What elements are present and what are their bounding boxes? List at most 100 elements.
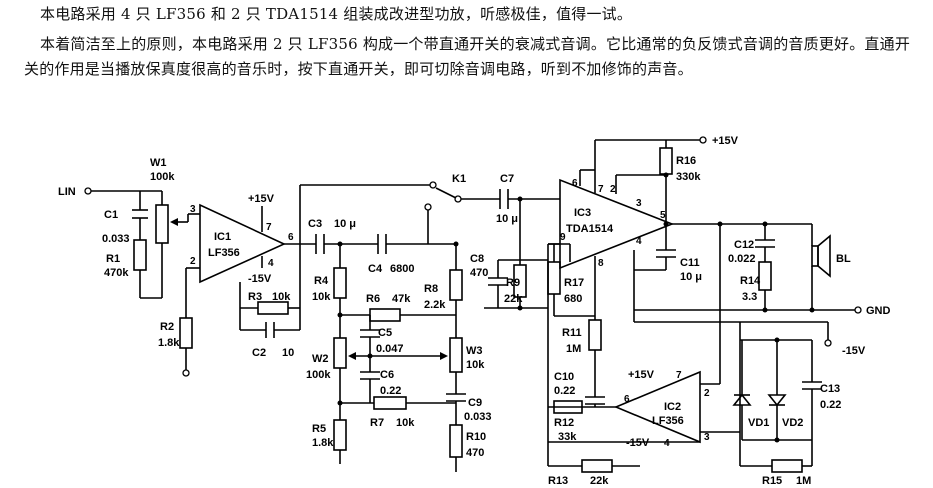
ic3-power-amp [547,136,720,385]
svg-text:7: 7 [266,222,272,233]
label-k1: K1 [452,173,466,185]
label-c4: C4 [368,263,383,275]
label-r7: R7 [370,417,384,429]
diode-clamp [732,337,822,466]
label-w2: W2 [312,353,329,365]
label-ic3-vplus: +15V [712,135,739,147]
label-ic2-vminus: -15V [626,437,650,449]
label-c9-value: 0.033 [464,411,492,423]
label-r5: R5 [312,423,326,435]
label-r13: R13 [548,475,568,487]
label-speaker: BL [836,253,851,265]
svg-text:8: 8 [598,258,604,269]
svg-text:4: 4 [664,438,670,449]
label-c13-value: 0.22 [820,399,841,411]
label-vd1: VD1 [748,417,769,429]
label-r1-value: 470k [104,267,129,279]
svg-text:6: 6 [624,394,630,405]
output-stage [634,221,862,347]
label-c12-value: 0.022 [728,253,756,265]
label-r1: R1 [106,253,120,265]
label-r12: R12 [554,417,574,429]
coupling-stage [484,189,560,332]
label-r9-value: 22k [504,293,523,305]
svg-text:3: 3 [636,198,642,209]
svg-text:4: 4 [636,236,642,247]
tone-network [315,210,466,472]
label-c5-value: 0.047 [376,343,404,355]
label-gnd: GND [866,305,891,317]
label-c4-value: 6800 [390,263,414,275]
intro-line: 本电路采用 4 只 LF356 和 2 只 TDA1514 组装成改进型功放，听… [40,5,633,23]
label-c7-value: 10 μ [496,213,518,225]
svg-text:2: 2 [190,256,196,267]
label-c1: C1 [104,209,118,221]
label-r17: R17 [564,277,584,289]
component-labels: LIN W1 100k C1 0.033 R1 470k R2 1.8k IC1… [58,135,891,487]
label-w1-value: 100k [150,171,175,183]
label-c3-value: 10 μ [334,218,356,230]
svg-text:7: 7 [676,370,682,381]
label-ic2-type: LF356 [652,415,684,427]
label-r13-value: 22k [590,475,609,487]
label-ic2: IC2 [664,401,681,413]
ic1-opamp [179,203,316,377]
input-stage [84,187,200,299]
label-w3: W3 [466,345,483,357]
label-r15-value: 1M [796,475,811,487]
label-r16-value: 330k [676,171,701,183]
label-r3-value: 10k [272,291,291,303]
label-c9: C9 [468,397,482,409]
label-c11: C11 [680,257,700,269]
svg-text:2: 2 [610,184,616,195]
svg-text:6: 6 [288,232,294,243]
label-r2-value: 1.8k [158,337,180,349]
label-r8: R8 [424,283,438,295]
label-ic3: IC3 [574,207,591,219]
label-ic3-type: TDA1514 [566,223,614,235]
svg-text:5: 5 [660,210,666,221]
label-r8-value: 2.2k [424,299,446,311]
label-r10-value: 470 [466,447,484,459]
label-c2: C2 [252,347,266,359]
label-r6-value: 47k [392,293,411,305]
label-w2-value: 100k [306,369,331,381]
label-r16: R16 [676,155,696,167]
label-c10-value: 0.22 [554,385,575,397]
label-c8-value: 470 [470,267,488,279]
label-r9: R9 [506,277,520,289]
label-r12-value: 33k [558,431,577,443]
label-r11: R11 [562,327,582,339]
switch-k1 [299,181,500,244]
label-c1-value: 0.033 [102,233,130,245]
label-c8: C8 [470,253,484,265]
label-c6-value: 0.22 [380,385,401,397]
label-r3: R3 [248,291,262,303]
label-ic1-vminus: -15V [248,273,272,285]
svg-text:2: 2 [704,388,710,399]
label-w3-value: 10k [466,359,485,371]
svg-text:6: 6 [572,178,578,189]
label-ic2-vplus: +15V [628,369,655,381]
label-r7-value: 10k [396,417,415,429]
label-r14-value: 3.3 [742,291,757,303]
lin-terminal [84,187,92,195]
label-r11-value: 1M [566,343,581,355]
label-ic1: IC1 [214,231,231,243]
label-r5-value: 1.8k [312,437,334,449]
label-c2-value: 10 [282,347,294,359]
label-r15: R15 [762,475,782,487]
label-r17-value: 680 [564,293,582,305]
label-r4: R4 [314,275,329,287]
label-ic1-type: LF356 [208,247,240,259]
label-c3: C3 [308,218,322,230]
label-r14: R14 [740,275,761,287]
description-paragraph: 本着简洁至上的原则，本电路采用 2 只 LF356 构成一个带直通开关的衰减式音… [24,35,911,78]
label-w1: W1 [150,157,167,169]
label-r6: R6 [366,293,380,305]
label-c10: C10 [554,371,574,383]
label-c12: C12 [734,239,754,251]
label-vd2: VD2 [782,417,803,429]
label-c7: C7 [500,173,514,185]
